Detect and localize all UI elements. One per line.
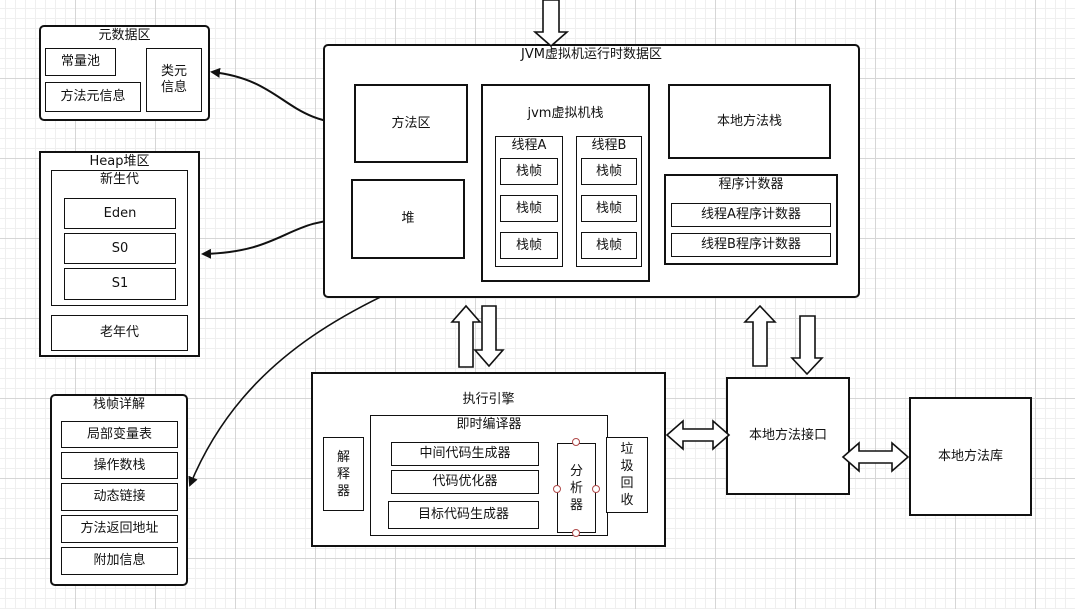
- frame-label: 栈帧: [595, 200, 622, 216]
- dynamic-linking-box: 动态链接: [61, 483, 178, 511]
- analyzer-label: 分 析 器: [569, 463, 583, 513]
- dynamic-linking-label: 动态链接: [93, 489, 146, 505]
- s0-label: S0: [111, 240, 129, 256]
- return-address-box: 方法返回地址: [61, 515, 178, 543]
- eden-label: Eden: [103, 205, 137, 221]
- s1-box: S1: [64, 268, 176, 300]
- engine-native-double-arrow: [665, 419, 731, 451]
- metaspace-title: 元数据区: [98, 28, 151, 43]
- native-library-box: 本地方法库: [909, 397, 1032, 516]
- thread-b-pc-label: 线程B程序计数器: [701, 237, 801, 253]
- interface-library-double-arrow: [841, 441, 910, 473]
- frame-label: 栈帧: [595, 237, 622, 253]
- frame-label: 栈帧: [595, 163, 622, 179]
- return-address-label: 方法返回地址: [80, 521, 159, 537]
- class-meta-box: 类元 信息: [146, 48, 202, 112]
- interpreter-label: 解 释 器: [336, 449, 350, 499]
- class-meta-label: 类元 信息: [160, 64, 187, 95]
- operand-stack-label: 操作数栈: [93, 457, 146, 473]
- engine-up-arrow: [450, 304, 482, 368]
- frame-label: 栈帧: [515, 237, 542, 253]
- operand-stack-box: 操作数栈: [61, 452, 178, 479]
- s0-box: S0: [64, 233, 176, 264]
- interpreter-box: 解 释 器: [323, 437, 364, 511]
- heap-box-label: 堆: [401, 211, 415, 227]
- jit-compiler-title: 即时编译器: [456, 417, 522, 432]
- local-var-table-label: 局部变量表: [86, 426, 152, 442]
- method-area-box: 方法区: [354, 84, 468, 163]
- ir-generator-box: 中间代码生成器: [391, 442, 539, 466]
- thread-b-pc-box: 线程B程序计数器: [671, 233, 831, 257]
- vm-stack-title: jvm虚拟机栈: [527, 106, 604, 121]
- constant-pool-box: 常量池: [45, 48, 116, 76]
- jvm-runtime-area-title: JVM虚拟机运行时数据区: [521, 47, 662, 62]
- pc-register-title: 程序计数器: [718, 177, 784, 192]
- method-meta-label: 方法元信息: [60, 89, 126, 105]
- thread-a-pc-label: 线程A程序计数器: [701, 207, 801, 223]
- thread-b-frame-2: 栈帧: [581, 195, 637, 222]
- additional-info-label: 附加信息: [93, 553, 146, 569]
- execution-engine-title: 执行引擎: [462, 392, 515, 407]
- local-var-table-box: 局部变量表: [61, 421, 178, 448]
- engine-down-arrow: [473, 305, 505, 368]
- analyzer-box: 分 析 器: [557, 443, 596, 533]
- ir-generator-label: 中间代码生成器: [419, 446, 511, 462]
- eden-box: Eden: [64, 198, 176, 229]
- thread-b-frame-3: 栈帧: [581, 232, 637, 259]
- heap-area-title: Heap堆区: [89, 154, 150, 169]
- native-method-stack-label: 本地方法栈: [716, 113, 782, 129]
- top-input-arrow: [532, 0, 570, 48]
- native-up-arrow: [743, 304, 777, 367]
- thread-a-title: 线程A: [511, 138, 547, 153]
- frame-detail-title: 栈帧详解: [92, 397, 145, 412]
- garbage-collection-box: 垃 圾 回 收: [606, 437, 648, 513]
- target-code-generator-box: 目标代码生成器: [388, 501, 539, 529]
- native-interface-label: 本地方法接口: [748, 428, 827, 444]
- garbage-collection-label: 垃 圾 回 收: [620, 442, 634, 508]
- young-gen-title: 新生代: [99, 172, 139, 187]
- old-gen-box: 老年代: [51, 315, 188, 351]
- additional-info-box: 附加信息: [61, 547, 178, 575]
- s1-label: S1: [111, 276, 129, 292]
- target-code-generator-label: 目标代码生成器: [417, 507, 509, 523]
- frame-label: 栈帧: [515, 163, 542, 179]
- thread-a-frame-3: 栈帧: [500, 232, 558, 259]
- native-interface-box: 本地方法接口: [726, 377, 850, 495]
- native-library-label: 本地方法库: [937, 448, 1003, 464]
- method-area-label: 方法区: [391, 115, 431, 131]
- frame-label: 栈帧: [515, 200, 542, 216]
- method-meta-box: 方法元信息: [45, 82, 141, 112]
- native-down-arrow: [790, 315, 824, 376]
- heap-box: 堆: [351, 179, 465, 259]
- code-optimizer-label: 代码优化器: [432, 474, 498, 490]
- code-optimizer-box: 代码优化器: [391, 470, 539, 494]
- thread-a-frame-1: 栈帧: [500, 158, 558, 185]
- thread-b-title: 线程B: [591, 138, 627, 153]
- thread-b-frame-1: 栈帧: [581, 158, 637, 185]
- constant-pool-label: 常量池: [60, 54, 100, 70]
- thread-a-pc-box: 线程A程序计数器: [671, 203, 831, 227]
- thread-a-frame-2: 栈帧: [500, 195, 558, 222]
- native-method-stack-box: 本地方法栈: [668, 84, 831, 159]
- old-gen-label: 老年代: [99, 325, 139, 341]
